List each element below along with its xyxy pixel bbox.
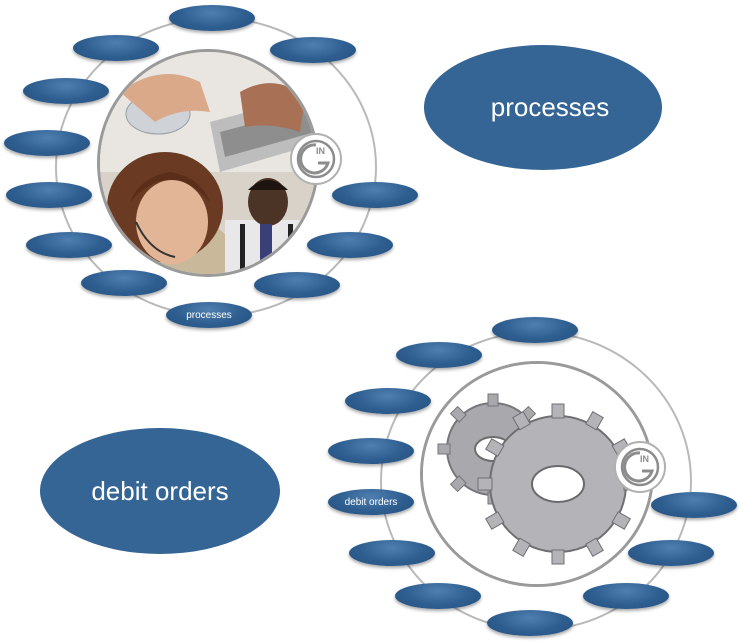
top-ring-node-7[interactable] — [332, 182, 418, 208]
bottom-ring-node-10[interactable] — [487, 610, 573, 636]
bottom-ring-node-6[interactable] — [349, 540, 435, 566]
office-photo-illustration — [100, 52, 316, 274]
bottom-ring-node-2[interactable] — [396, 342, 482, 368]
bottom-big-oval-label: debit orders — [91, 475, 229, 506]
top-ring-node-8[interactable] — [26, 232, 112, 258]
top-photo-circle — [97, 49, 319, 277]
bottom-big-oval: debit orders — [40, 428, 280, 554]
top-ring-node-11[interactable] — [254, 272, 340, 298]
top-ring-node-processes[interactable]: processes — [166, 302, 252, 328]
bottom-ring-node-1[interactable] — [492, 317, 578, 343]
top-ring-node-processes-label: processes — [186, 309, 232, 321]
top-ring-node-3[interactable] — [270, 37, 356, 63]
top-big-oval-label: processes — [490, 92, 610, 122]
bottom-ring-node-4[interactable] — [328, 438, 414, 464]
bottom-ring-node-8[interactable] — [395, 583, 481, 609]
top-ring-node-6[interactable] — [6, 182, 92, 208]
top-big-oval: processes — [424, 45, 662, 170]
gears-illustration — [423, 364, 651, 584]
bottom-logo-text: IN — [640, 454, 649, 464]
top-ring-node-1[interactable] — [169, 5, 255, 31]
top-ring-node-10[interactable] — [81, 270, 167, 296]
top-logo-seal: IN — [290, 133, 342, 185]
top-ring-node-2[interactable] — [73, 35, 159, 61]
bottom-ring-node-3[interactable] — [345, 388, 431, 414]
bottom-ring-node-debit-orders-label: debit orders — [344, 496, 398, 508]
top-ring-node-5[interactable] — [4, 130, 90, 156]
top-ring-node-4[interactable] — [23, 78, 109, 104]
bottom-ring-node-debit-orders[interactable]: debit orders — [328, 489, 414, 515]
bottom-ring-node-5[interactable] — [651, 492, 737, 518]
logo-emblem-icon: IN — [296, 139, 336, 179]
bottom-logo-seal: IN — [614, 441, 666, 493]
logo-emblem-icon: IN — [620, 447, 660, 487]
top-ring-node-9[interactable] — [307, 232, 393, 258]
bottom-ring-node-9[interactable] — [583, 583, 669, 609]
bottom-ring-node-7[interactable] — [628, 540, 714, 566]
top-logo-text: IN — [316, 146, 325, 156]
